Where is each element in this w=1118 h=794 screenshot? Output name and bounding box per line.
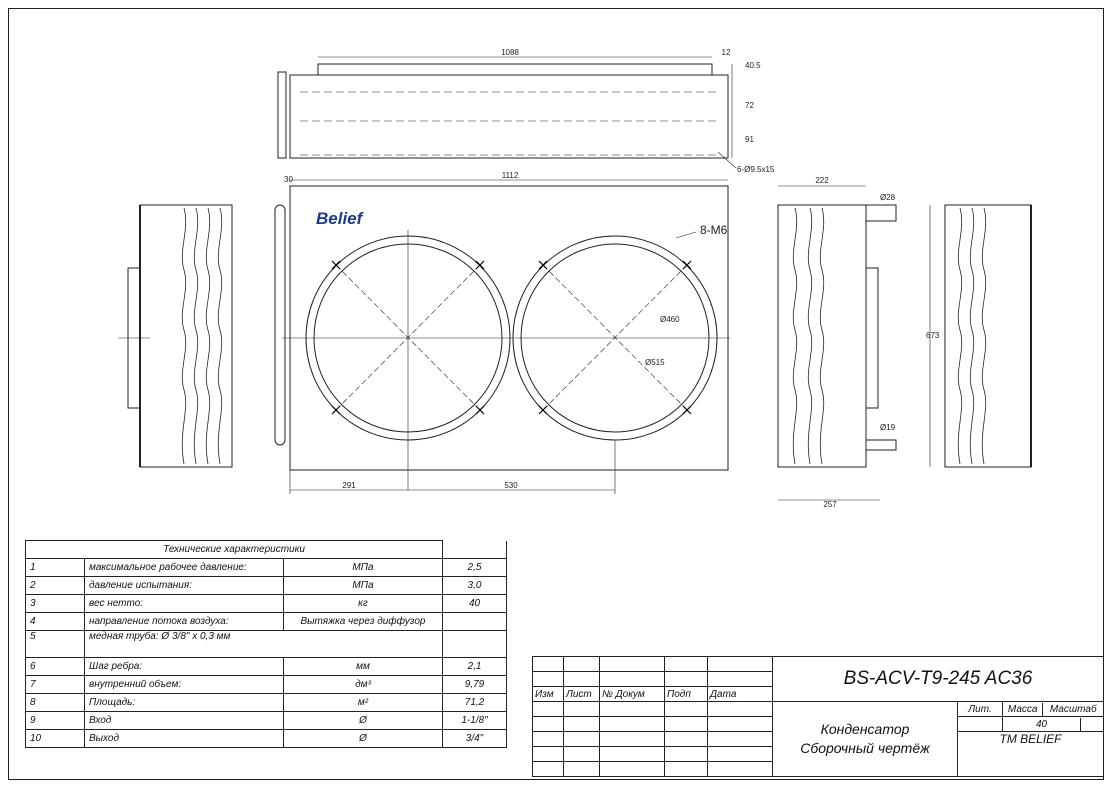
spec-unit: Вытяжка через диффузор bbox=[283, 612, 443, 631]
spec-num: 3 bbox=[25, 594, 85, 613]
header-doc: № Докум bbox=[599, 686, 665, 702]
label-fan-inner: Ø460 bbox=[660, 315, 680, 324]
spec-name: Площадь: bbox=[84, 693, 284, 712]
spec-num: 1 bbox=[25, 558, 85, 577]
spec-unit: м² bbox=[283, 693, 443, 712]
spec-row: 2 давление испытания: МПа 3,0 bbox=[25, 576, 507, 595]
spec-num: 6 bbox=[25, 657, 85, 676]
brand-logo: Belief bbox=[316, 209, 365, 228]
mass-value: 40 bbox=[1003, 717, 1082, 731]
dim-72: 72 bbox=[745, 101, 754, 110]
dim-side-bottom: 257 bbox=[823, 500, 837, 509]
spec-value: 71,2 bbox=[442, 693, 507, 712]
spec-value: 1-1/8" bbox=[442, 711, 507, 730]
spec-name: медная труба: Ø 3/8" х 0,3 мм bbox=[84, 630, 443, 658]
spec-title: Технические характеристики bbox=[25, 540, 443, 559]
dim-side-width: 222 bbox=[815, 176, 829, 185]
spec-num: 10 bbox=[25, 729, 85, 748]
spec-unit: Ø bbox=[283, 729, 443, 748]
spec-row: 4 направление потока воздуха: Вытяжка че… bbox=[25, 612, 507, 631]
spec-name: Выход bbox=[84, 729, 284, 748]
spec-name: направление потока воздуха: bbox=[84, 612, 284, 631]
spec-value: 2,1 bbox=[442, 657, 507, 676]
label-fan-outer: Ø515 bbox=[645, 358, 665, 367]
right-side-view bbox=[777, 185, 931, 501]
spec-name: Вход bbox=[84, 711, 284, 730]
dim-bottom-mid: 530 bbox=[504, 481, 518, 490]
title-block: BS-ACV-T9-245 AC36 Изм Лист № Докум Подп… bbox=[532, 656, 1104, 777]
end-view bbox=[944, 204, 1032, 468]
spec-value bbox=[442, 630, 507, 658]
spec-unit: МПа bbox=[283, 558, 443, 577]
spec-value: 40 bbox=[442, 594, 507, 613]
spec-name: максимальное рабочее давление: bbox=[84, 558, 284, 577]
dim-side-height: 673 bbox=[926, 331, 940, 340]
spec-name: давление испытания: bbox=[84, 576, 284, 595]
spec-name: Шаг ребра: bbox=[84, 657, 284, 676]
spec-num: 8 bbox=[25, 693, 85, 712]
spec-num: 9 bbox=[25, 711, 85, 730]
spec-value: 3/4" bbox=[442, 729, 507, 748]
spec-unit: Ø bbox=[283, 711, 443, 730]
dim-top-small: 12 bbox=[722, 48, 731, 57]
dim-bottom-left: 291 bbox=[342, 481, 356, 490]
dim-pipe-bottom: Ø19 bbox=[880, 423, 896, 432]
name-line-1: Конденсатор bbox=[820, 721, 910, 737]
spec-unit: дм³ bbox=[283, 675, 443, 694]
spec-row: 3 вес нетто: кг 40 bbox=[25, 594, 507, 613]
header-izm: Изм bbox=[532, 686, 564, 702]
spec-name: внутренний объем: bbox=[84, 675, 284, 694]
sheet-frame bbox=[8, 8, 1104, 780]
scale-label: Масштаб bbox=[1049, 703, 1097, 715]
spec-row: 6 Шаг ребра: мм 2,1 bbox=[25, 657, 507, 676]
spec-num: 5 bbox=[25, 630, 85, 658]
top-view bbox=[277, 56, 737, 169]
dim-top-height: 40.5 bbox=[745, 61, 761, 70]
drawing-name: Конденсатор Сборочный чертёж bbox=[772, 701, 958, 777]
spec-unit: кг bbox=[283, 594, 443, 613]
drawing-designation: BS-ACV-T9-245 AC36 bbox=[772, 656, 1104, 702]
dim-top-width: 1088 bbox=[501, 48, 519, 57]
dim-front-left: 30 bbox=[284, 175, 293, 184]
dim-front-width: 1112 bbox=[502, 171, 519, 180]
lit-label: Лит. bbox=[957, 701, 1003, 717]
header-sign: Подп bbox=[664, 686, 708, 702]
spec-unit: мм bbox=[283, 657, 443, 676]
spec-num: 4 bbox=[25, 612, 85, 631]
header-date: Дата bbox=[707, 686, 773, 702]
spec-unit: МПа bbox=[283, 576, 443, 595]
spec-value: 3,0 bbox=[442, 576, 507, 595]
dim-91: 91 bbox=[745, 135, 754, 144]
spec-value: 9,79 bbox=[442, 675, 507, 694]
dim-pipe-top: Ø28 bbox=[880, 193, 896, 202]
spec-value bbox=[442, 612, 507, 631]
spec-name: вес нетто: bbox=[84, 594, 284, 613]
front-view bbox=[274, 179, 730, 494]
spec-row: 1 максимальное рабочее давление: МПа 2,5 bbox=[25, 558, 507, 577]
left-side-view bbox=[118, 204, 233, 468]
header-list: Лист bbox=[563, 686, 600, 702]
spec-value: 2,5 bbox=[442, 558, 507, 577]
name-line-2: Сборочный чертёж bbox=[800, 740, 930, 756]
spec-row: 9 Вход Ø 1-1/8" bbox=[25, 711, 507, 730]
spec-num: 7 bbox=[25, 675, 85, 694]
label-mount: 8-M6 bbox=[700, 223, 728, 237]
mass-label: Масса bbox=[1003, 702, 1044, 716]
spec-table: Технические характеристики 1 максимально… bbox=[25, 540, 507, 748]
company-name: TM BELIEF bbox=[957, 731, 1104, 777]
spec-row: 8 Площадь: м² 71,2 bbox=[25, 693, 507, 712]
spec-num: 2 bbox=[25, 576, 85, 595]
dim-holes: 6-Ø9.5x15 bbox=[737, 165, 775, 174]
spec-row: 7 внутренний объем: дм³ 9,79 bbox=[25, 675, 507, 694]
spec-row: 5 медная труба: Ø 3/8" х 0,3 мм bbox=[25, 630, 507, 658]
spec-row: 10 Выход Ø 3/4" bbox=[25, 729, 507, 748]
